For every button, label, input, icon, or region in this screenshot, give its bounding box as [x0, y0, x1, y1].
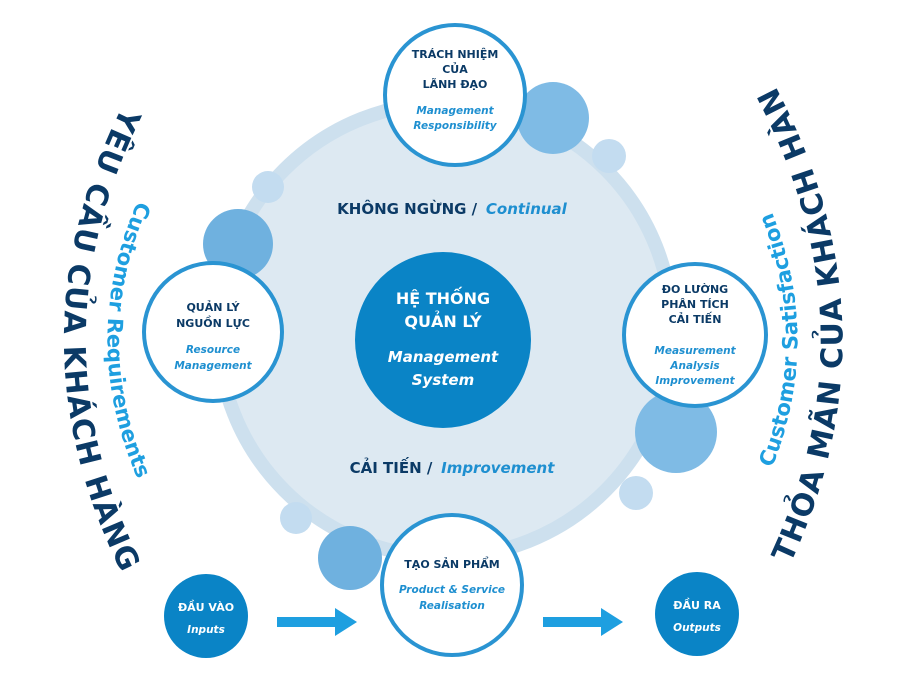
node-product-service-realisation	[380, 513, 524, 657]
inputs-en: Inputs	[187, 624, 225, 636]
ring-bubble	[517, 82, 589, 154]
node-left-en-1: Resource	[186, 344, 240, 356]
center-line-1: HỆ THỐNG	[396, 287, 490, 308]
node-bottom-en-1: Product & Service	[399, 584, 505, 596]
node-right-en-3: Improvement	[655, 375, 735, 387]
node-top-vi-3: LÃNH ĐẠO	[423, 78, 488, 91]
continual-label: KHÔNG NGỪNG / Continual	[337, 199, 568, 218]
node-top-vi-1: TRÁCH NHIỆM	[412, 48, 499, 61]
node-resource-management	[142, 261, 284, 403]
arrow-inputs-to-product	[277, 608, 357, 636]
continual-en: Continual	[486, 200, 568, 218]
left-arc-vi: YÊU CẦU CỦA KHÁCH HÀNG	[56, 102, 147, 578]
ring-bubble	[635, 391, 717, 473]
node-left-vi-1: QUẢN LÝ	[186, 300, 240, 314]
improvement-en: Improvement	[441, 459, 555, 477]
node-top-en-1: Management	[416, 105, 494, 117]
inputs-circle	[164, 574, 248, 658]
center-line-3: Management	[388, 348, 499, 366]
node-right-vi-1: ĐO LƯỜNG	[662, 283, 728, 296]
ring-bubble	[318, 526, 382, 590]
ring-bubble	[592, 139, 626, 173]
node-right-en-2: Analysis	[669, 360, 719, 372]
arrow-product-to-outputs	[543, 608, 623, 636]
node-right-en-1: Measurement	[654, 345, 736, 357]
continual-vi: KHÔNG NGỪNG /	[337, 199, 478, 218]
ring-bubble	[280, 502, 312, 534]
inputs-vi: ĐẦU VÀO	[178, 600, 234, 614]
improvement-vi: CẢI TIẾN /	[350, 456, 433, 477]
left-arc-vi-path: YÊU CẦU CỦA KHÁCH HÀNG	[56, 102, 146, 578]
node-management-responsibility	[383, 23, 527, 167]
outputs-circle	[655, 572, 739, 656]
management-system-circle	[355, 252, 531, 428]
center-line-4: System	[412, 371, 474, 389]
node-left-en-2: Management	[174, 360, 252, 372]
node-right-vi-2: PHÂN TÍCH	[661, 298, 729, 311]
node-top-vi-2: CỦA	[442, 62, 468, 76]
node-bottom-en-2: Realisation	[419, 600, 485, 612]
node-left-vi-2: NGUỒN LỰC	[176, 315, 250, 330]
ring-bubble	[252, 171, 284, 203]
node-right-vi-3: CẢI TIẾN	[669, 311, 722, 326]
ring-bubble	[619, 476, 653, 510]
outputs-en: Outputs	[673, 622, 721, 634]
node-measurement-analysis-improvement	[622, 262, 768, 408]
node-top-en-2: Responsibility	[413, 120, 497, 132]
outputs-vi: ĐẦU RA	[673, 598, 721, 612]
node-bottom-vi-1: TẠO SẢN PHẨM	[404, 556, 499, 571]
center-line-2: QUẢN LÝ	[404, 310, 482, 331]
improvement-label: CẢI TIẾN / Improvement	[350, 456, 556, 477]
